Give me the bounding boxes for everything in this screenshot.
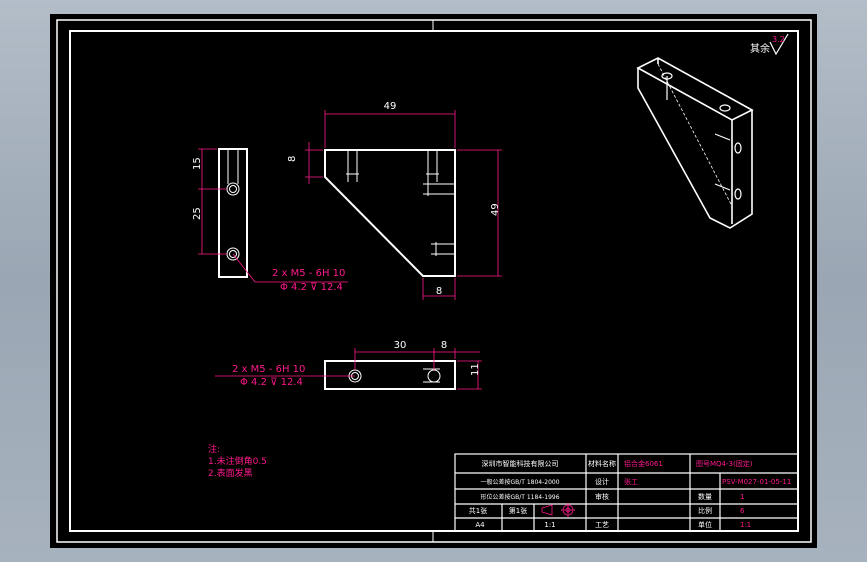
drawing-svg: 其余 3.2 49 8 49 8 [56, 19, 812, 543]
dim-side-top: 15 [192, 157, 203, 170]
tb-quantity-label: 数量 [698, 492, 712, 501]
dim-right-height: 49 [490, 203, 501, 216]
tb-material-value: 铝合金6061 [624, 459, 663, 468]
roughness-symbol: 其余 3.2 [750, 33, 789, 56]
tb-scale-label: 比例 [698, 506, 712, 515]
tb-scale-value: 6 [740, 507, 745, 515]
cad-drawing-canvas: 其余 3.2 49 8 49 8 [50, 14, 817, 548]
hole-callout-side-line1: 2 x M5 - 6H 10 [272, 268, 345, 279]
tb-unit-label: 单位 [698, 520, 712, 529]
roughness-label: 其余 [750, 42, 770, 55]
bottom-view [324, 360, 456, 390]
dim-bottom-30: 30 [394, 340, 407, 351]
isometric-view [636, 57, 754, 229]
hole-callout-bottom-line2: Φ 4.2 ⊽ 12.4 [240, 377, 303, 388]
roughness-value: 3.2 [772, 35, 785, 44]
tb-sheet-label: 共1张 [469, 506, 487, 515]
technical-notes: 注: 1.未注倒角0.5 2.表面发黑 [208, 443, 267, 479]
tb-sheet-value: 第1张 [509, 506, 527, 515]
tb-material-label: 材料名称 [588, 459, 616, 468]
front-view-hidden [346, 150, 455, 256]
isometric-hidden [657, 63, 733, 207]
side-view [218, 148, 248, 278]
title-block [454, 453, 799, 532]
dim-left-height: 8 [287, 156, 298, 162]
tb-scale-value-2: 1:1 [544, 521, 555, 529]
tb-design-value: 张工 [624, 477, 638, 486]
tb-design-label: 设计 [595, 477, 609, 486]
tb-part-code: 图号MQ4-3(固定) [696, 459, 753, 468]
notes-line1: 1.未注倒角0.5 [208, 455, 267, 467]
tb-page-value: 1:1 [740, 521, 751, 529]
tb-company: 深圳市智能科技有限公司 [482, 459, 559, 468]
side-view-holes [226, 149, 240, 261]
bottom-dimensions [215, 348, 482, 390]
inner-border [69, 30, 799, 532]
dim-bottom-11: 11 [470, 363, 481, 376]
tb-check-label: 审核 [595, 492, 609, 501]
hole-callout-side-line2: Φ 4.2 ⊽ 12.4 [280, 282, 343, 293]
tb-hint: A4 [475, 521, 485, 529]
front-dimensions [305, 110, 502, 300]
front-view [324, 149, 456, 277]
projection-symbol-icon [541, 503, 575, 517]
tb-std-1: 一般公差按GB/T 1804-2000 [480, 478, 559, 486]
outer-border [56, 19, 812, 543]
isometric-holes [661, 72, 742, 200]
side-dimensions [198, 148, 348, 283]
dim-bottom-8: 8 [441, 340, 447, 351]
tb-process-label: 工艺 [595, 521, 609, 529]
notes-title: 注: [208, 443, 220, 455]
tb-drawing-no: PSV-M027-01-05-11 [722, 478, 791, 486]
dim-bottom-right-width: 8 [436, 286, 442, 297]
dim-side-middle: 25 [192, 207, 203, 220]
bottom-view-holes [348, 368, 441, 383]
tb-std-2: 形位公差按GB/T 1184-1996 [480, 493, 559, 501]
notes-line2: 2.表面发黑 [208, 467, 253, 479]
tb-quantity-value: 1 [740, 493, 744, 501]
dim-top-width: 49 [384, 101, 397, 112]
hole-callout-bottom-line1: 2 x M5 - 6H 10 [232, 364, 305, 375]
